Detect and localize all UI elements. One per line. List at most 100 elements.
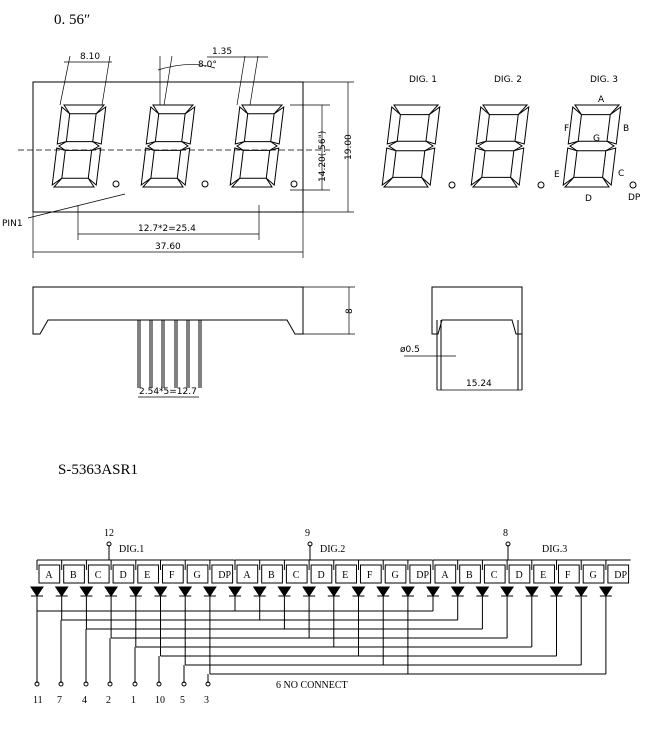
segment-box (459, 564, 481, 584)
dim-pin-pitch: 2.54*5=12.7 (139, 387, 197, 397)
dim-digit-height: 14.20(.56") (318, 131, 328, 182)
segment-letter: E (540, 570, 546, 581)
seg-label-f: F (564, 124, 569, 134)
segment-g (388, 140, 434, 152)
segment-g (58, 141, 100, 151)
segment-letter: A (441, 570, 449, 581)
segment-b (92, 105, 107, 145)
dim-body-height: 19.00 (344, 134, 354, 160)
segment-letter: D (119, 570, 126, 581)
segment-d (52, 177, 95, 188)
diode-icon (500, 586, 515, 597)
digit-label: DIG.2 (320, 544, 345, 555)
segment-e (229, 147, 244, 187)
dim-body-width: 37.60 (155, 242, 181, 252)
segment-letter: C (293, 570, 300, 581)
size-label: 0. 56″ (54, 12, 90, 28)
segment-letter: DP (218, 570, 231, 581)
diode-icon (252, 586, 267, 597)
seven-segment-digit (381, 104, 441, 188)
segment-f (475, 106, 490, 145)
seven-segment-digit (470, 104, 530, 188)
segment-box (186, 564, 209, 584)
segment-e (381, 147, 397, 187)
segment-box (137, 564, 160, 584)
diode-icon (450, 586, 465, 597)
segment-box (261, 564, 283, 584)
digit-view: DIG. 1 DIG. 2 DIG. 3 A B C D E F G DP (381, 75, 641, 204)
digit-label: DIG.3 (542, 544, 567, 555)
seg-label-dp: DP (628, 193, 641, 203)
front-digits (51, 104, 285, 188)
segment-letter: F (169, 570, 175, 581)
segment-box (335, 564, 357, 584)
diode-icon (277, 586, 292, 597)
segment-d (563, 176, 610, 188)
digit-label: DIG.1 (119, 544, 144, 555)
diode-icon (79, 586, 94, 597)
segment-c (265, 147, 280, 186)
segment-d (141, 177, 184, 188)
segment-letter: G (194, 570, 201, 581)
segment-letter: B (268, 570, 275, 581)
segment-box (508, 564, 531, 584)
common-terminal (106, 541, 112, 547)
pin-terminal (107, 681, 113, 687)
diode-icon (202, 586, 217, 597)
segment-box (112, 564, 135, 584)
segment-box (533, 564, 555, 584)
segment-e (562, 147, 578, 187)
segment-letter: DP (614, 570, 627, 581)
segment-f (386, 106, 401, 145)
seg-label-a: A (598, 95, 605, 105)
pin-terminal (205, 681, 211, 687)
dig-label: DIG. 2 (494, 75, 522, 85)
segment-box (607, 564, 630, 584)
segment-letter: D (317, 570, 324, 581)
segment-box (87, 564, 110, 584)
pin-terminal (34, 681, 40, 687)
segment-b (606, 105, 622, 145)
segment-b (181, 105, 196, 145)
segment-b (270, 105, 285, 145)
segment-box (360, 564, 382, 584)
segment-c (602, 147, 617, 186)
diode-icon (128, 586, 143, 597)
segment-d (382, 176, 429, 188)
diode-icon (426, 586, 440, 597)
pin-terminal (83, 681, 89, 687)
pin-number: 5 (180, 695, 185, 706)
side-pins (137, 320, 202, 388)
segment-box (63, 564, 85, 584)
segment-g (147, 141, 189, 151)
diode-icon (178, 586, 193, 597)
dim-digit-width: 8.10 (80, 52, 100, 62)
diode-icon (302, 586, 317, 597)
segment-box (558, 564, 580, 584)
segment-c (421, 147, 436, 186)
segment-d (471, 176, 518, 188)
right-digits (381, 104, 622, 188)
pin-number: 1 (131, 695, 136, 706)
seven-segment-digit (562, 104, 622, 188)
dim-slant: 8.0° (198, 60, 217, 70)
dim-segment: 1.35 (212, 47, 232, 57)
segment-g (477, 140, 523, 152)
segment-box (285, 564, 308, 584)
segment-box (236, 564, 259, 584)
seven-segment-digit (140, 104, 196, 188)
seg-label-g: G (593, 134, 600, 144)
dim-depth: 8 (345, 308, 355, 314)
segment-letter: A (243, 570, 251, 581)
diode-icon (598, 586, 613, 597)
segment-box (38, 564, 61, 584)
segment-letter: A (45, 570, 53, 581)
pin-number: 11 (33, 695, 43, 706)
front-view: 8.10 8.0° 1.35 14.20(.56") 19.00 12.7*2=… (2, 47, 354, 258)
seg-label-b: B (623, 124, 629, 134)
segment-letter: E (144, 570, 150, 581)
common-pin-number: 8 (503, 528, 508, 539)
dig-label: DIG. 3 (590, 75, 618, 85)
